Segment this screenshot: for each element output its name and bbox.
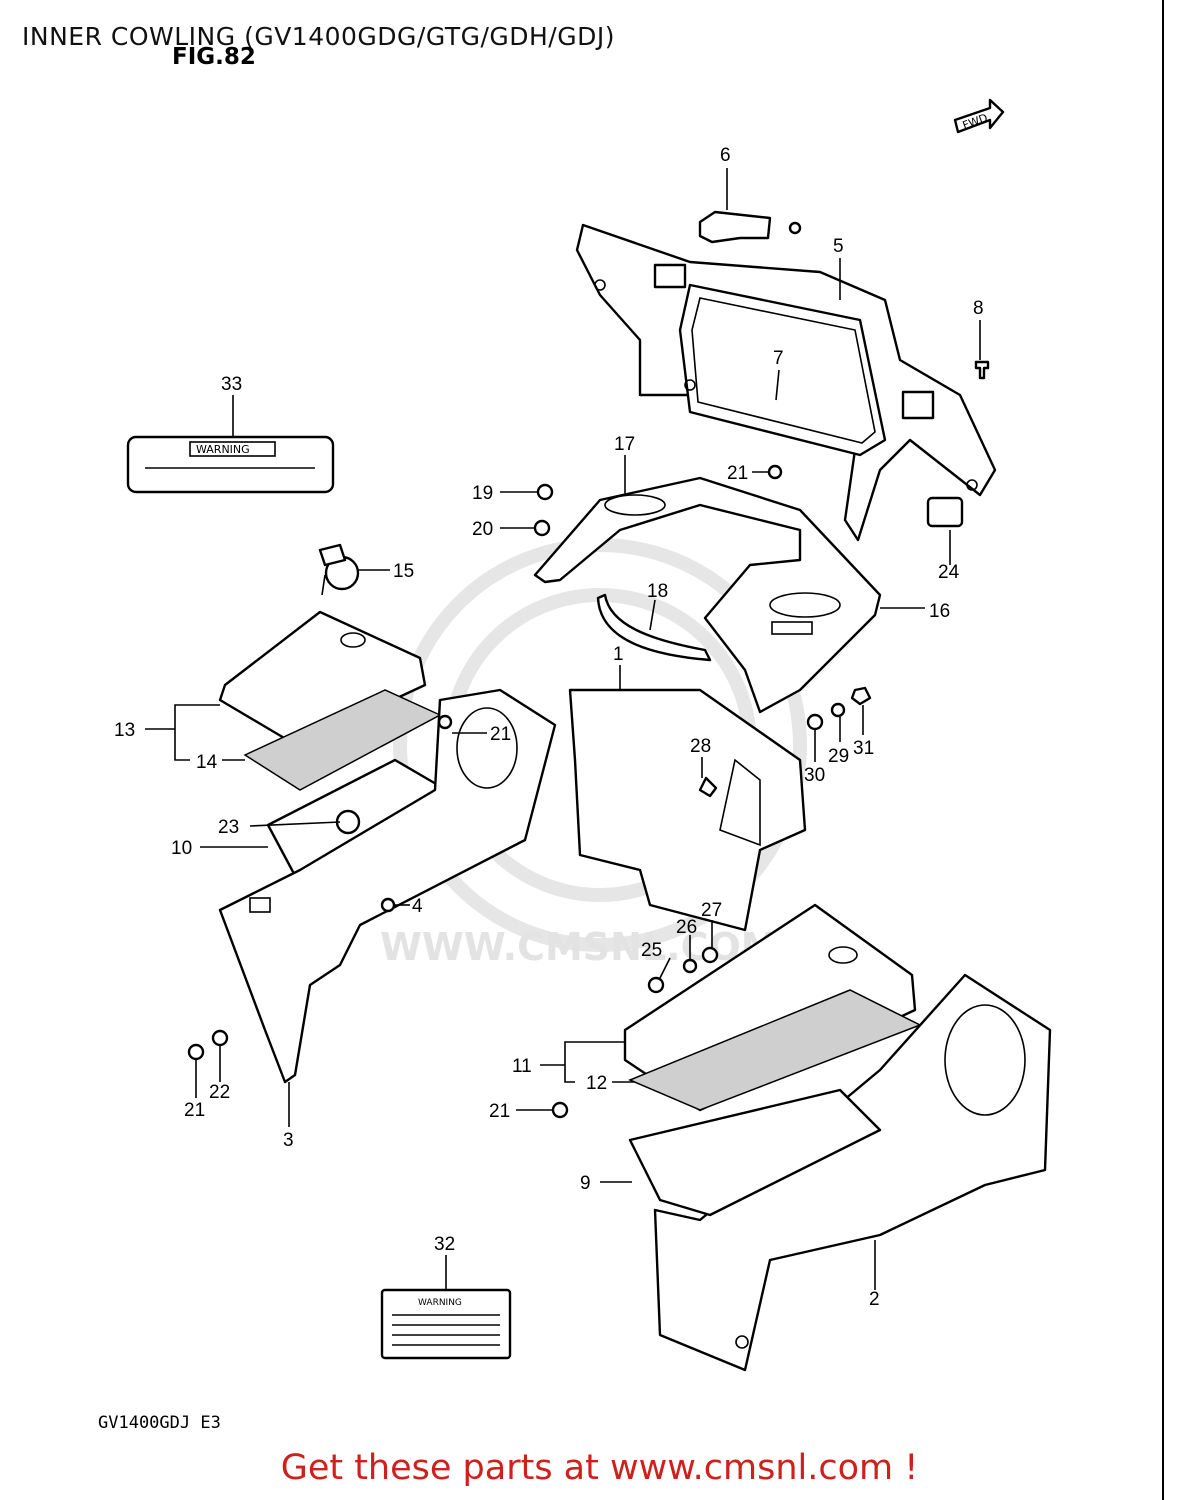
callout-17: 17 — [614, 434, 635, 455]
callout-8: 8 — [973, 298, 984, 319]
callout-18: 18 — [647, 581, 668, 602]
callout-5: 5 — [833, 236, 844, 257]
part-21-screw-b — [437, 714, 453, 730]
part-6-bracket — [698, 210, 772, 244]
callout-21-bottom-left: 21 — [184, 1100, 205, 1121]
part-26-washer — [682, 958, 698, 974]
page-title: INNER COWLING (GV1400GDG/GTG/GDH/GDJ) — [22, 22, 615, 51]
part-18-hose — [596, 593, 712, 662]
callout-16: 16 — [929, 601, 950, 622]
part-21-screw-d — [551, 1101, 569, 1119]
warning-32-text: WARNING — [418, 1298, 462, 1308]
part-30-washer — [806, 713, 824, 731]
callout-9: 9 — [580, 1173, 591, 1194]
callout-21-left: 21 — [490, 724, 511, 745]
callout-33: 33 — [221, 374, 242, 395]
callout-22: 22 — [209, 1082, 230, 1103]
callout-7: 7 — [773, 348, 784, 369]
callout-27: 27 — [701, 900, 722, 921]
callout-20: 20 — [472, 519, 493, 540]
callout-26: 26 — [676, 917, 697, 938]
part-27-nut — [701, 946, 719, 964]
callout-29: 29 — [828, 746, 849, 767]
part-31-nut — [850, 686, 872, 706]
part-2-right-panel — [628, 973, 1052, 1372]
model-code: GV1400GDJ E3 — [98, 1413, 221, 1433]
callout-12: 12 — [586, 1073, 607, 1094]
part-3-left-panel — [218, 688, 557, 1084]
callout-4: 4 — [412, 896, 423, 917]
part-23-cap — [335, 809, 361, 835]
part-8-screw — [974, 360, 990, 380]
leader-lines — [145, 168, 981, 1290]
callout-28: 28 — [690, 736, 711, 757]
callout-6: 6 — [720, 145, 731, 166]
callout-11: 11 — [512, 1056, 532, 1077]
get-parts-link[interactable]: Get these parts at www.cmsnl.com ! — [280, 1448, 919, 1488]
part-19-screw — [536, 483, 554, 501]
warning-33-text: WARNING — [196, 443, 250, 456]
part-20-washer — [533, 519, 551, 537]
callout-30: 30 — [804, 765, 825, 786]
watermark-text: WWW.CMSNL.COM — [380, 925, 779, 969]
fwd-label: FWD — [961, 111, 990, 132]
callout-23: 23 — [218, 817, 239, 838]
part-29-washer — [830, 702, 846, 718]
callout-32: 32 — [434, 1234, 455, 1255]
callout-3: 3 — [283, 1130, 294, 1151]
callout-15: 15 — [393, 561, 414, 582]
part-21-screw-c — [187, 1043, 205, 1061]
callout-19: 19 — [472, 483, 493, 504]
part-6-screw — [788, 221, 802, 235]
callout-1: 1 — [613, 644, 624, 665]
part-9-right-box — [628, 1088, 882, 1217]
part-15-key-lock — [318, 543, 360, 596]
callout-numbers: 6 5 8 7 33 17 19 20 21 24 15 16 18 1 13 … — [114, 145, 984, 1310]
part-4-screw — [380, 897, 396, 913]
callout-21-right: 21 — [489, 1101, 510, 1122]
part-24-lamp — [926, 496, 964, 528]
callout-14: 14 — [196, 752, 218, 773]
part-21-screw-a — [767, 464, 783, 480]
part-33-warning-label: WARNING — [126, 435, 335, 494]
part-25-bolt — [647, 976, 665, 994]
callout-25: 25 — [641, 940, 662, 961]
part-22-washer — [211, 1029, 229, 1047]
part-1-inner-panel — [568, 688, 807, 932]
part-32-warning-label: WARNING — [380, 1288, 512, 1360]
part-16-17-center-cover — [533, 476, 882, 714]
callout-31: 31 — [853, 738, 874, 759]
callout-13: 13 — [114, 720, 135, 741]
forward-arrow-icon: FWD — [953, 98, 1005, 134]
figure-label: FIG.82 — [172, 44, 256, 70]
callout-21-top: 21 — [727, 463, 748, 484]
callout-24: 24 — [938, 562, 960, 583]
callout-2: 2 — [869, 1289, 880, 1310]
callout-10: 10 — [171, 838, 192, 859]
part-5-upper-panel — [575, 223, 997, 542]
